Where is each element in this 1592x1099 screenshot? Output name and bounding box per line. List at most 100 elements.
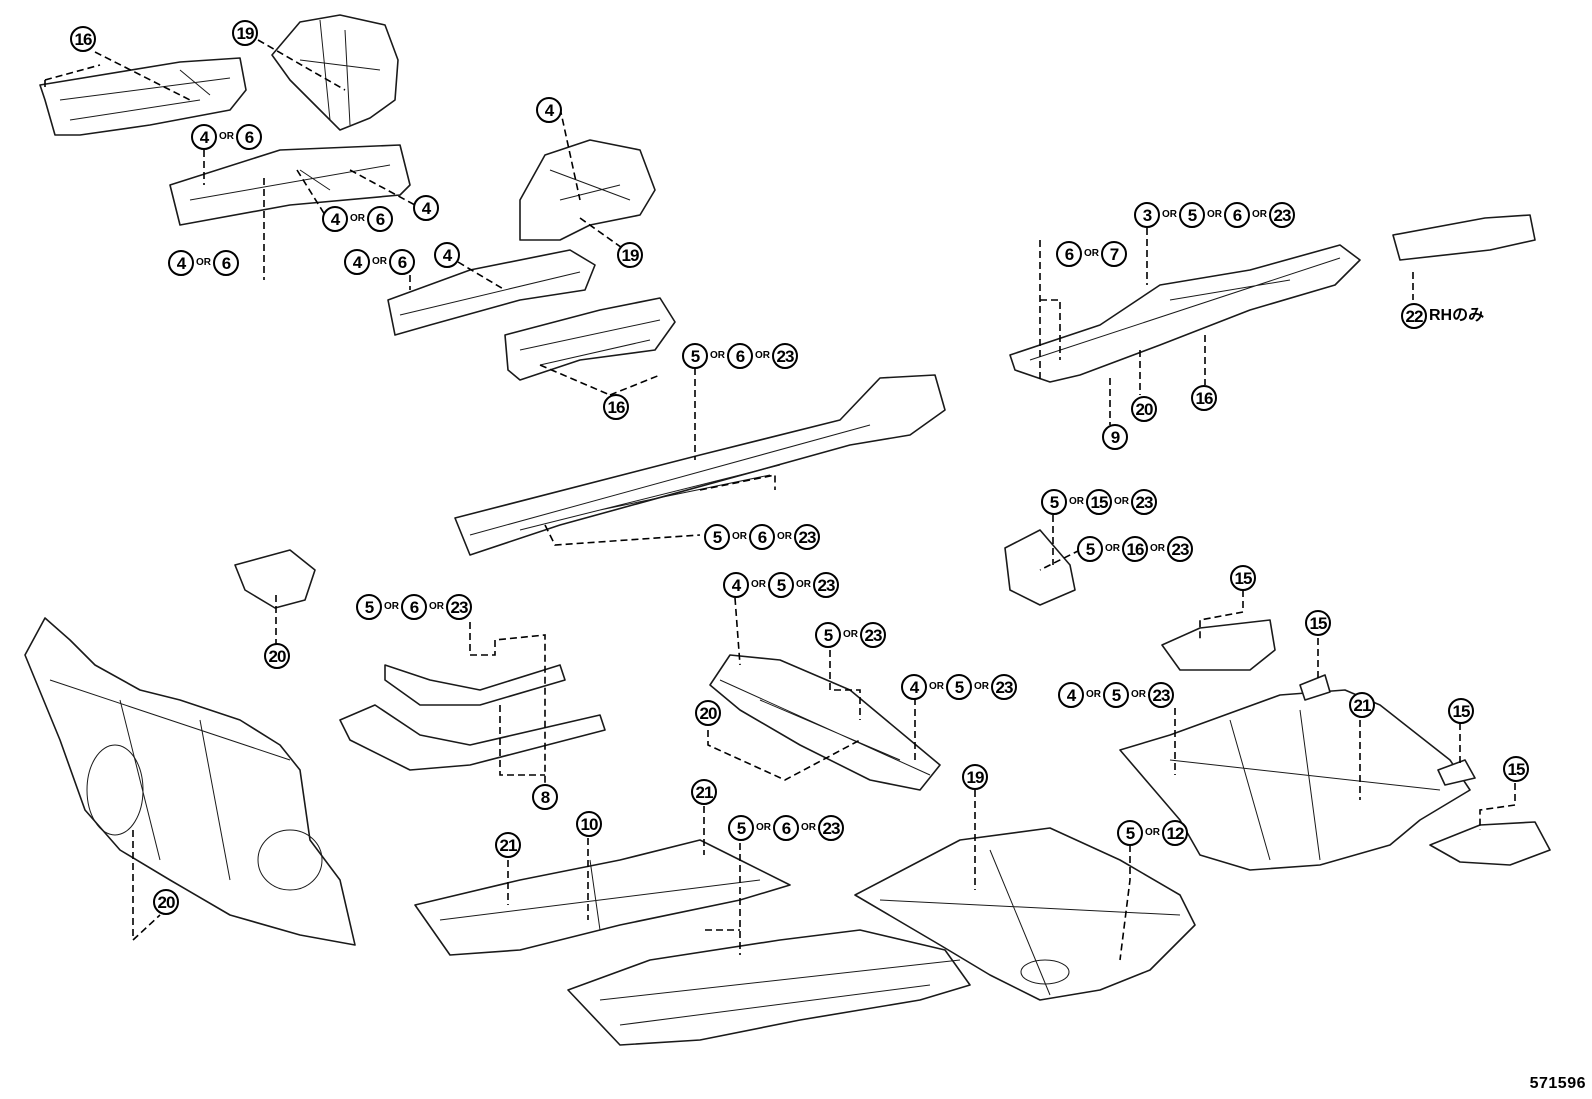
callout-part-21: 21 — [1349, 692, 1375, 718]
floor-crossmember-pair — [339, 664, 606, 771]
part-number-circle: 4 — [322, 206, 348, 232]
or-separator: OR — [1084, 248, 1099, 259]
part-number-circle: 5 — [682, 343, 708, 369]
part-number-circle: 15 — [1086, 489, 1112, 515]
part-number-circle: 6 — [401, 594, 427, 620]
part-number-circle: 4 — [168, 250, 194, 276]
part-number-circle: 7 — [1101, 241, 1127, 267]
rear-small-bracket-2 — [1437, 759, 1476, 786]
part-number-circle: 6 — [213, 250, 239, 276]
part-number-circle: 6 — [389, 249, 415, 275]
part-number-circle: 4 — [413, 195, 439, 221]
part-number-circle: 19 — [962, 764, 988, 790]
callout-note: RHのみ — [1429, 307, 1485, 324]
rear-brace-upper — [1161, 619, 1276, 671]
part-number-circle: 4 — [434, 242, 460, 268]
part-number-circle: 22 — [1401, 303, 1427, 329]
part-number-circle: 21 — [691, 779, 717, 805]
part-number-circle: 15 — [1305, 610, 1331, 636]
or-separator: OR — [1252, 209, 1267, 220]
or-separator: OR — [756, 822, 771, 833]
part-number-circle: 23 — [1167, 536, 1193, 562]
part-number-circle: 23 — [1131, 489, 1157, 515]
part-number-circle: 20 — [153, 889, 179, 915]
cowl-side-panel — [519, 139, 656, 241]
front-apron-member — [387, 249, 596, 336]
or-separator: OR — [929, 681, 944, 692]
callout-part-15: 15 — [1230, 565, 1256, 591]
callout-part-4: 4 — [434, 242, 460, 268]
part-number-circle: 23 — [446, 594, 472, 620]
part-number-circle: 21 — [495, 832, 521, 858]
front-floor-pan-left — [414, 839, 791, 956]
callout-part-15: 15 — [1448, 698, 1474, 724]
part-number-circle: 21 — [1349, 692, 1375, 718]
or-separator: OR — [732, 531, 747, 542]
part-number-circle: 19 — [617, 242, 643, 268]
callout-part-8: 8 — [532, 784, 558, 810]
callout-part-15: 15 — [1305, 610, 1331, 636]
part-number-circle: 23 — [991, 674, 1017, 700]
part-number-circle: 23 — [813, 572, 839, 598]
cowl-side-panel-top — [271, 14, 399, 131]
or-separator: OR — [1150, 543, 1165, 554]
or-separator: OR — [751, 579, 766, 590]
part-number-circle: 6 — [773, 815, 799, 841]
part-number-circle: 23 — [1148, 682, 1174, 708]
or-separator: OR — [350, 213, 365, 224]
part-number-circle: 23 — [794, 524, 820, 550]
part-number-circle: 23 — [818, 815, 844, 841]
catalog-number: 571596 — [1529, 1075, 1586, 1092]
or-separator: OR — [1105, 543, 1120, 554]
part-number-circle: 5 — [1041, 489, 1067, 515]
callout-part-21: 21 — [495, 832, 521, 858]
part-number-circle: 5 — [356, 594, 382, 620]
front-side-member-upper — [39, 57, 247, 136]
part-number-circle: 5 — [1077, 536, 1103, 562]
callout-part-21: 21 — [691, 779, 717, 805]
or-separator: OR — [196, 257, 211, 268]
or-separator: OR — [1069, 496, 1084, 507]
part-number-circle: 5 — [704, 524, 730, 550]
rear-extension-rh — [1392, 214, 1536, 261]
center-floor-pan — [854, 827, 1196, 1001]
callout-part-20: 20 — [153, 889, 179, 915]
part-number-circle: 5 — [946, 674, 972, 700]
callout-part-20: 20 — [264, 643, 290, 669]
rear-small-bracket-1 — [1299, 674, 1331, 701]
rear-floor-side-member — [1009, 244, 1361, 383]
or-separator: OR — [1114, 496, 1129, 507]
callout-part-16: 16 — [70, 26, 96, 52]
callout-part-15: 15 — [1503, 756, 1529, 782]
part-number-circle: 16 — [603, 394, 629, 420]
part-number-circle: 5 — [728, 815, 754, 841]
bracket-left — [234, 549, 316, 609]
callout-part-9: 9 — [1102, 424, 1128, 450]
callout-part-19: 19 — [962, 764, 988, 790]
or-separator: OR — [974, 681, 989, 692]
part-number-circle: 5 — [815, 622, 841, 648]
rocker-panel-long — [454, 374, 946, 556]
or-separator: OR — [429, 601, 444, 612]
part-number-circle: 4 — [1058, 682, 1084, 708]
part-number-circle: 12 — [1162, 820, 1188, 846]
or-separator: OR — [1207, 209, 1222, 220]
part-number-circle: 20 — [1131, 396, 1157, 422]
or-separator: OR — [755, 350, 770, 361]
part-number-circle: 6 — [367, 206, 393, 232]
part-number-circle: 20 — [695, 700, 721, 726]
part-number-circle: 23 — [1269, 202, 1295, 228]
front-floor-pan-right — [567, 929, 971, 1046]
